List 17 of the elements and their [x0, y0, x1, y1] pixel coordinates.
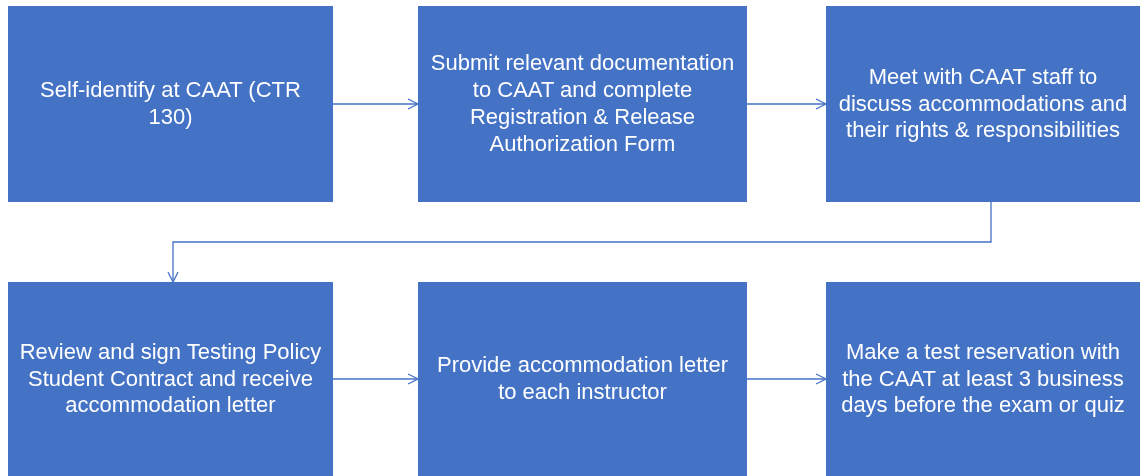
process-box: [8, 282, 333, 476]
step-text: Submit relevant documentation to CAAT and complete Registration & Release Authorization Form: [429, 50, 736, 158]
arrow: [746, 373, 827, 385]
arrow: [332, 373, 419, 385]
arrow: [167, 201, 992, 283]
step-text: Make a test reservation with the CAAT at least 3 business days before the exam or quiz: [840, 338, 1126, 420]
process-box: [418, 282, 747, 476]
process-box: [826, 6, 1140, 202]
step-text: Review and sign Testing Policy Student Contract and receive accommodation letter: [18, 338, 323, 420]
process-box: [8, 6, 333, 202]
step-text: Self-identify at CAAT (CTR 130): [39, 77, 302, 131]
process-box: [418, 6, 747, 202]
arrow: [746, 98, 827, 110]
process-box: [826, 282, 1140, 476]
step-text: Meet with CAAT staff to discuss accommodations and their rights & responsibilities: [837, 63, 1129, 145]
step-text: Provide accommodation letter to each instructor: [436, 352, 729, 406]
arrow: [332, 98, 419, 110]
